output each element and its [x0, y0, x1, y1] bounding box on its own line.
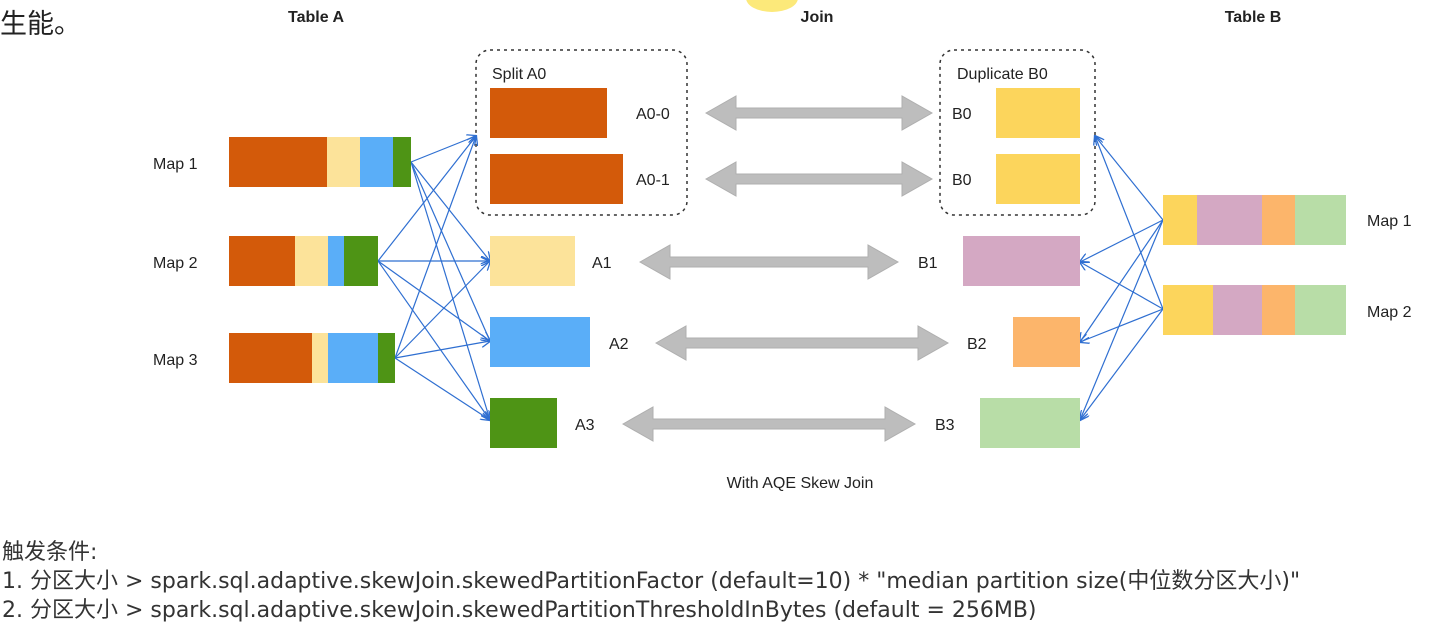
table-b-map-1-label: Map 1: [1367, 213, 1412, 230]
partition-a3-label: A3: [575, 417, 595, 434]
join-arrow-a2: [654, 325, 950, 361]
partition-a0-1: [490, 154, 623, 204]
join-arrow-a0-1: [704, 161, 934, 197]
partition-a2-label: A2: [609, 336, 629, 353]
table-a-map-1: [229, 137, 411, 187]
table-a-map-3-label: Map 3: [153, 352, 198, 369]
join-arrow-a3: [621, 406, 917, 442]
partition-a0-0: [490, 88, 607, 138]
partition-b1-label: B1: [918, 255, 938, 272]
partition-b1: [963, 236, 1080, 286]
partition-b0-dup-2-label: B0: [952, 172, 972, 189]
table-b-connectors: [1080, 136, 1164, 420]
partition-b0-dup-1-label: B0: [952, 106, 972, 123]
table-a-map-1-label: Map 1: [153, 156, 198, 173]
diagram-caption: With AQE Skew Join: [727, 475, 874, 492]
skew-join-diagram: Table A Join Table B Split A0 Duplicate …: [153, 0, 1412, 492]
partition-a2: [490, 317, 590, 367]
trigger-conditions: 触发条件: 1. 分区大小 > spark.sql.adaptive.skewJ…: [2, 538, 1300, 625]
table-b-map-2: [1163, 285, 1346, 335]
table-b-map-2-label: Map 2: [1367, 304, 1412, 321]
partition-b2-label: B2: [967, 336, 987, 353]
join-arrow-a1: [638, 244, 900, 280]
partition-a3: [490, 398, 557, 448]
partition-a1: [490, 236, 575, 286]
table-a-map-2-label: Map 2: [153, 255, 198, 272]
table-b-map-1: [1163, 195, 1346, 245]
join-arrow-a0-0: [704, 95, 934, 131]
partition-b2: [1013, 317, 1080, 367]
table-a-map-3: [229, 333, 395, 383]
trigger-conditions-title: 触发条件:: [2, 540, 98, 565]
partition-a0-1-label: A0-1: [636, 172, 670, 189]
page-heading-fragment: 生能。: [0, 9, 81, 40]
table-b-header: Table B: [1225, 9, 1282, 26]
partition-b0-dup-1: [996, 88, 1080, 138]
partition-b3: [980, 398, 1080, 448]
partition-a0-0-label: A0-0: [636, 106, 670, 123]
split-a0-label: Split A0: [492, 66, 546, 83]
duplicate-b0-group: [939, 49, 1096, 216]
trigger-condition-1: 1. 分区大小 > spark.sql.adaptive.skewJoin.sk…: [2, 569, 1301, 594]
partition-b3-label: B3: [935, 417, 955, 434]
partition-b0-dup-2: [996, 154, 1080, 204]
trigger-condition-2: 2. 分区大小 > spark.sql.adaptive.skewJoin.sk…: [2, 598, 1037, 623]
split-a0-group: [475, 49, 688, 216]
table-a-header: Table A: [288, 9, 344, 26]
partition-a1-label: A1: [592, 255, 612, 272]
table-a-map-2: [229, 236, 378, 286]
highlight-dot: [746, 0, 798, 12]
join-header: Join: [801, 9, 834, 26]
table-a-connectors: [377, 136, 490, 420]
duplicate-b0-label: Duplicate B0: [957, 66, 1048, 83]
